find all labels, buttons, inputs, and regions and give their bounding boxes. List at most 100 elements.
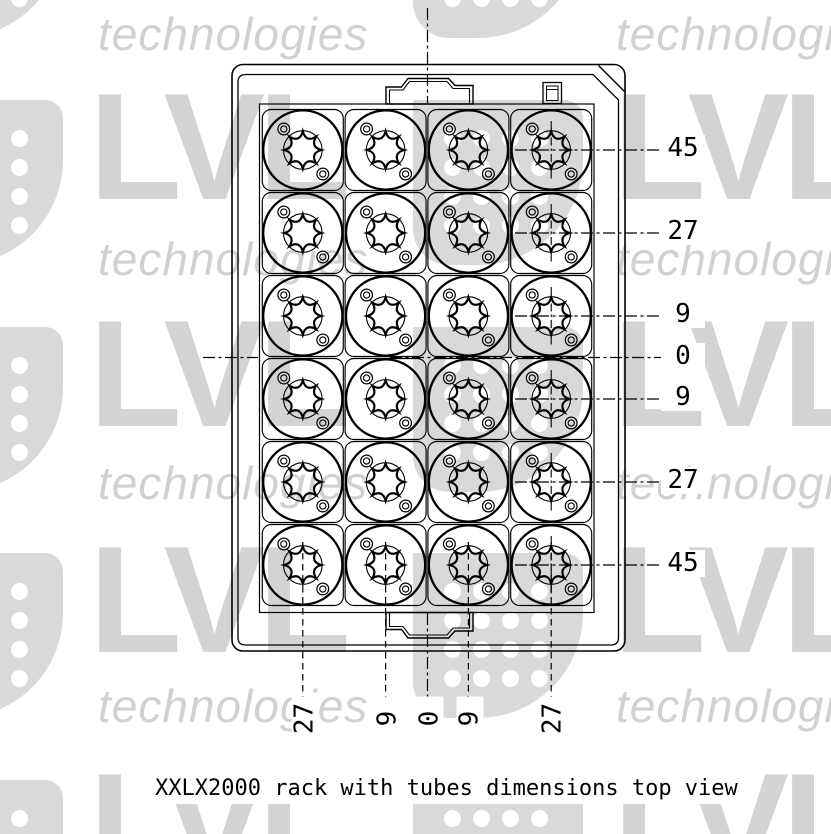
tube-star	[362, 376, 409, 422]
corner-chamfer-line	[598, 65, 625, 92]
shield-dot	[11, 357, 28, 374]
tube-star	[280, 542, 326, 588]
screw-inner	[484, 585, 493, 593]
screw-outer	[277, 205, 291, 219]
screw-inner	[401, 336, 410, 344]
screw-inner	[484, 419, 493, 427]
screw-outer	[316, 333, 330, 347]
top-tab-inner	[388, 80, 471, 104]
screw-inner	[319, 419, 327, 427]
tube	[262, 358, 344, 440]
screw-outer	[360, 454, 374, 468]
shield-dot	[502, 612, 519, 629]
tube	[427, 275, 510, 357]
tube	[262, 524, 344, 606]
watermark-brand-text: LVL	[613, 62, 831, 232]
shield-dot	[473, 612, 490, 629]
screw-outer	[399, 333, 413, 347]
screw-outer	[316, 582, 330, 596]
tube-star	[280, 293, 326, 339]
shield-dot	[11, 188, 28, 205]
shield-dot	[11, 612, 28, 629]
shield-dot	[444, 612, 461, 629]
shield-dot	[11, 386, 28, 403]
tube	[262, 441, 344, 523]
screw-inner	[528, 540, 536, 548]
screw-outer	[525, 205, 539, 219]
screw-outer	[360, 122, 374, 136]
shield-dot	[531, 810, 548, 827]
tube-star	[445, 210, 492, 256]
shield-dot	[11, 415, 28, 432]
tube	[344, 192, 427, 274]
screw-outer	[316, 499, 330, 513]
screw-inner	[280, 208, 288, 216]
col-dimension-label: 27	[538, 696, 568, 741]
screw-outer	[564, 333, 578, 347]
screw-inner	[362, 540, 371, 548]
screw-inner	[445, 291, 454, 299]
col-dimension-label: 27	[289, 696, 319, 741]
bottom-tab-inner	[388, 612, 471, 636]
screw-outer	[399, 582, 413, 596]
screw-outer	[399, 499, 413, 513]
screw-inner	[484, 170, 493, 178]
screw-outer	[442, 205, 456, 219]
shield-dot	[444, 415, 461, 432]
screw-outer	[525, 537, 539, 551]
screw-inner	[567, 336, 575, 344]
shield-dot	[11, 810, 28, 827]
screw-inner	[280, 457, 288, 465]
screw-inner	[401, 585, 410, 593]
screw-inner	[362, 125, 371, 133]
shield-dot	[502, 188, 519, 205]
tube	[262, 192, 344, 274]
row-dimension-label: 0	[661, 342, 705, 370]
screw-inner	[401, 253, 410, 261]
col-dimension-label: 9	[455, 696, 485, 741]
tube-star	[445, 376, 492, 422]
tube	[427, 524, 510, 606]
tube	[344, 109, 427, 191]
shield-dot	[11, 641, 28, 658]
row-dimension-label: 27	[661, 467, 705, 494]
row-dimension-label: 9	[661, 384, 705, 411]
screw-outer	[525, 454, 539, 468]
shield-dot	[531, 670, 548, 687]
tube	[344, 524, 427, 606]
shield-dot	[531, 415, 548, 432]
row-dimension-label: 27	[661, 218, 705, 245]
screw-outer	[442, 454, 456, 468]
screw-inner	[484, 336, 493, 344]
shield-dot	[473, 444, 490, 461]
screw-outer	[316, 167, 330, 181]
tube-star	[362, 127, 409, 173]
drawing-caption: XXLX2000 rack with tubes dimensions top …	[150, 773, 743, 804]
shield-dot	[444, 810, 461, 827]
watermark-suffix-text: technologies	[616, 680, 831, 732]
rack-inner-wall	[237, 73, 620, 646]
screw-outer	[564, 250, 578, 264]
shield-dot	[444, 583, 461, 600]
shield-dot	[11, 217, 28, 234]
screw-outer	[442, 122, 456, 136]
screw-inner	[362, 208, 371, 216]
screw-outer	[481, 582, 495, 596]
screw-inner	[567, 585, 575, 593]
screw-outer	[316, 416, 330, 430]
screw-outer	[399, 167, 413, 181]
accessory-slot-inner	[546, 85, 559, 101]
shield-dot	[531, 612, 548, 629]
tube-star	[280, 376, 326, 422]
screw-outer	[360, 205, 374, 219]
screw-inner	[445, 208, 454, 216]
screw-outer	[564, 499, 578, 513]
shield-dot	[502, 0, 519, 7]
tube-star	[445, 127, 492, 173]
screw-inner	[445, 540, 454, 548]
screw-inner	[484, 502, 493, 510]
screw-outer	[525, 122, 539, 136]
shield-dot	[11, 670, 28, 687]
